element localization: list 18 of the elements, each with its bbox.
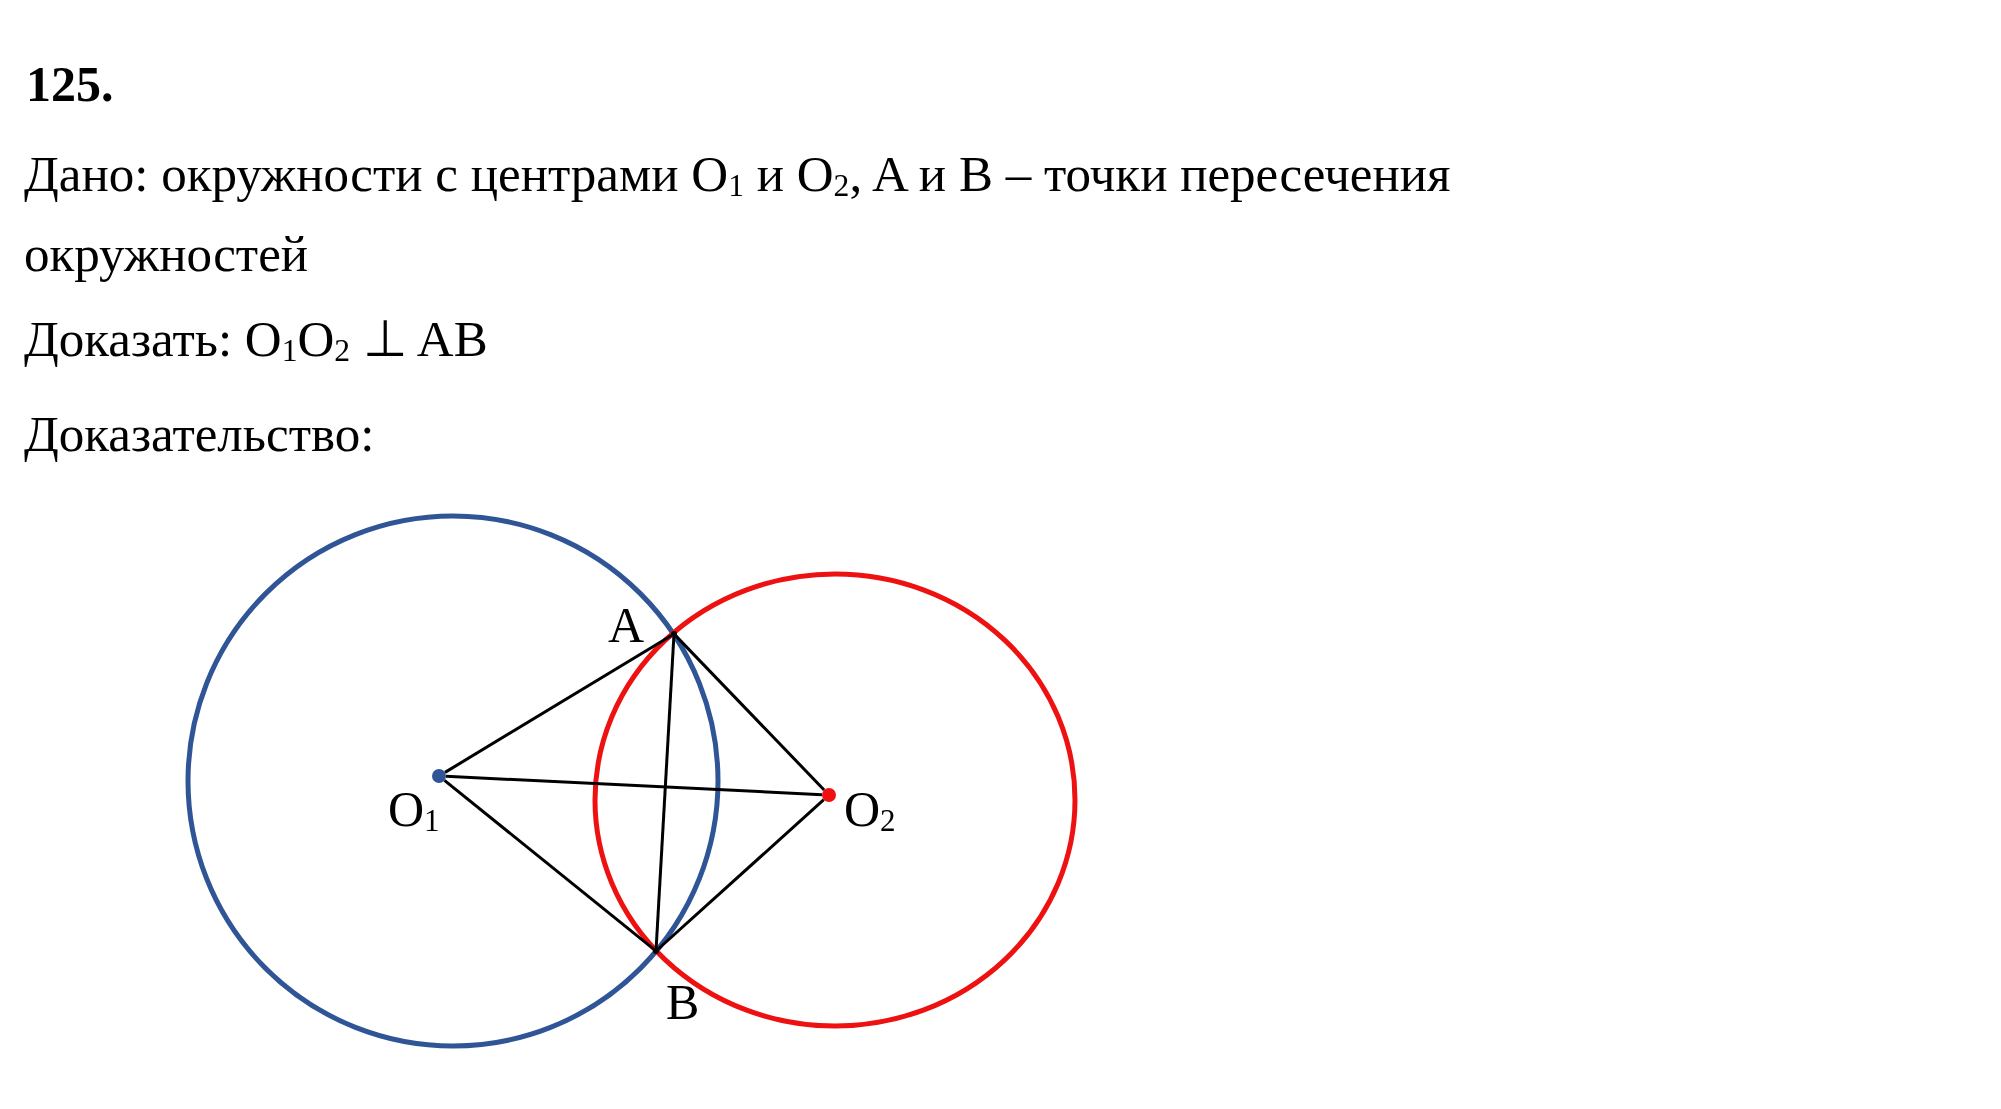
point-label: O$_{1}$	[388, 782, 440, 840]
point-dot	[432, 769, 446, 783]
point-dot	[653, 948, 659, 954]
segment-line	[445, 774, 823, 797]
problem-number: 125.	[26, 55, 114, 114]
point-dot	[822, 788, 836, 802]
point-label: A	[608, 598, 645, 652]
segment-line	[654, 636, 676, 949]
segment-line	[443, 779, 655, 951]
segment-line	[675, 635, 826, 791]
prove-statement: Доказать: O$_{1}$O$_{2}$ ⊥ AB	[24, 310, 489, 370]
segment-line	[444, 634, 673, 774]
segment-line	[657, 798, 825, 951]
point-label: B	[666, 975, 700, 1029]
given-statement: Дано: окружности с центрами O$_{1}$ и O$_{2}$, A и B – точки пересечения окружностей	[24, 145, 1452, 284]
proof-heading: Доказательство:	[24, 405, 376, 464]
point-label: O$_{2}$	[844, 782, 896, 840]
point-dot	[671, 631, 677, 637]
